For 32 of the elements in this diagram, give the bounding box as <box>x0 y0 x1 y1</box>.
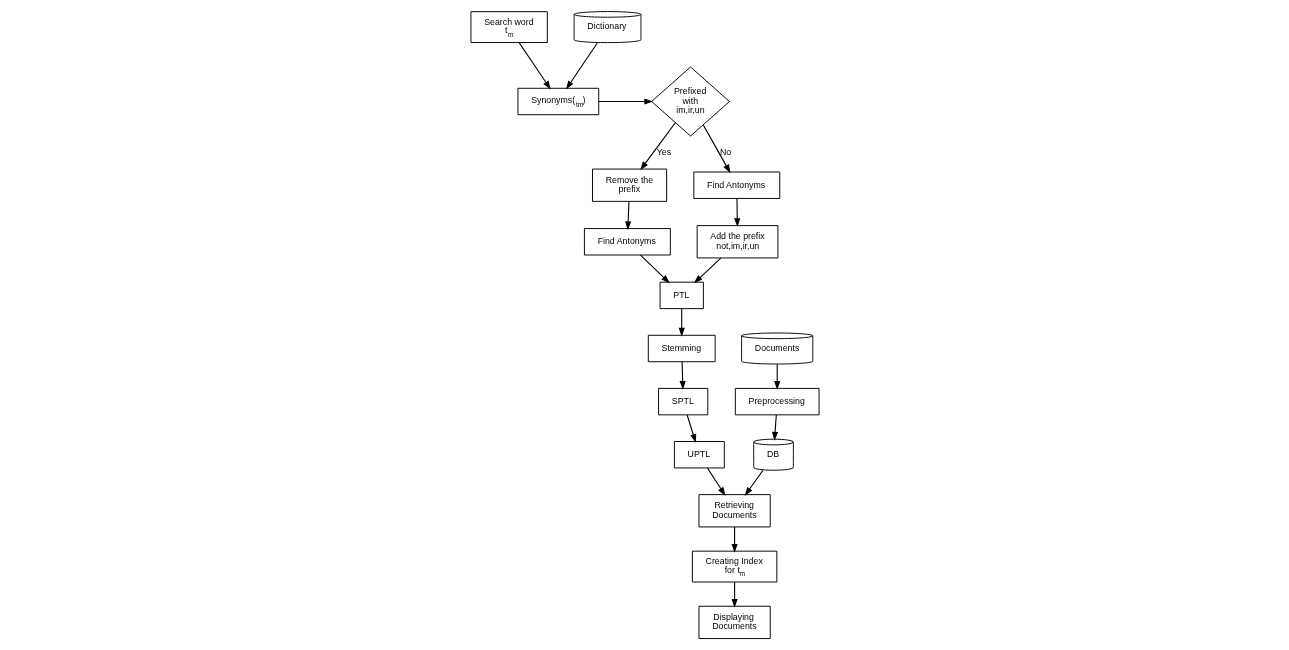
node-box: Stemming <box>647 334 716 363</box>
arrow <box>678 308 685 337</box>
node-box: SPTL <box>657 387 708 416</box>
arrow <box>597 98 653 105</box>
node-box: Displaying Documents <box>698 605 771 640</box>
node-box: Remove the prefix <box>591 168 667 202</box>
node-box: Add the prefix not,im,ir,un <box>696 225 778 259</box>
arrow <box>706 467 725 496</box>
arrow <box>624 201 631 231</box>
arrow <box>693 257 721 284</box>
arrow <box>702 124 730 174</box>
node-box: Find Antonyms <box>692 171 780 199</box>
node-box: Preprocessing <box>734 387 820 416</box>
arrow <box>565 42 598 90</box>
arrow <box>771 414 778 441</box>
node-box: UPTL <box>673 441 725 469</box>
arrow <box>518 42 551 90</box>
node-box: Retrieving Documents <box>698 494 771 528</box>
arrow <box>733 197 740 228</box>
arrow <box>639 254 670 284</box>
edge-label: Yes <box>656 146 671 157</box>
node-box: Find Antonyms <box>583 228 671 256</box>
edge-label: No <box>719 146 731 157</box>
arrow <box>744 469 763 496</box>
arrow <box>639 122 676 171</box>
node-box: PTL <box>659 281 704 310</box>
node-box: Search word t$_{m}$ <box>469 11 548 43</box>
node-box: Creating Index for t$_{m}$ <box>691 550 777 583</box>
node-diamond: Prefixed with im,ir,un <box>650 66 730 137</box>
node-box: Synonyms($_{tm}$) <box>516 87 599 116</box>
arrow <box>679 361 686 390</box>
arrow <box>686 414 696 443</box>
